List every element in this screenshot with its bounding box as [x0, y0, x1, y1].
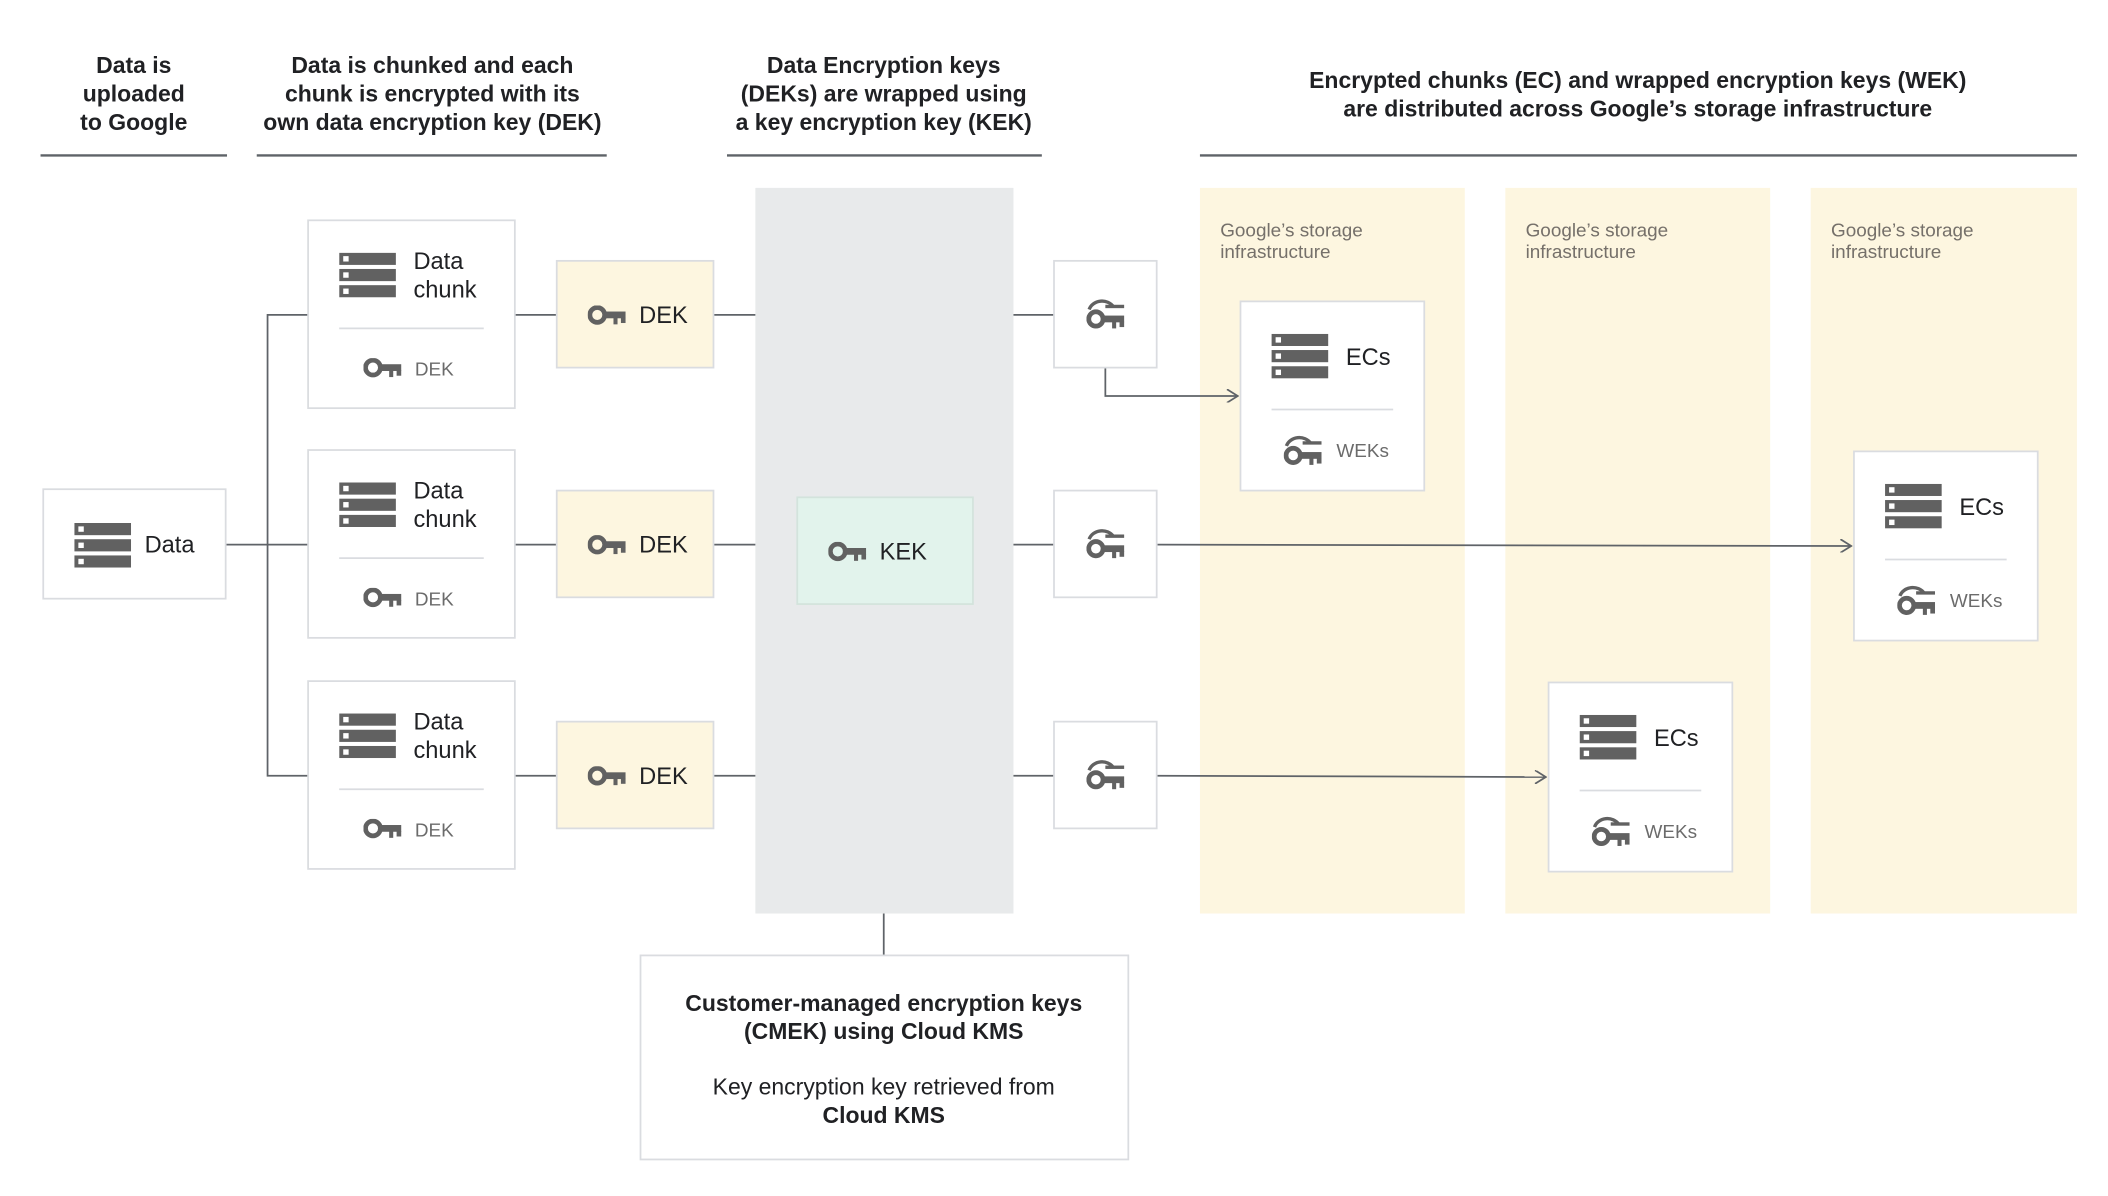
server-icon	[339, 713, 396, 759]
storage-label: Google’s storage	[1526, 221, 1669, 242]
dek-label: DEK	[415, 589, 454, 610]
dek-label: DEK	[639, 303, 688, 329]
wrapped-key-box	[1053, 720, 1158, 830]
server-icon	[339, 252, 396, 298]
header-chunking: Data is chunked and each chunk is encryp…	[256, 52, 607, 157]
dek-label: DEK	[639, 533, 688, 559]
cmek-title: Customer-managed encryption keys	[685, 990, 1082, 1016]
cmek-body-bold: Cloud KMS	[822, 1102, 944, 1128]
header-upload: Data is uploaded to Google	[40, 52, 228, 157]
dek-label: DEK	[639, 764, 688, 790]
dek-label: DEK	[415, 360, 454, 381]
chunk-label: chunk	[413, 738, 476, 764]
header-line: are distributed across Google’s storage …	[1343, 95, 1932, 121]
ec-box: ECs WEKs	[1853, 450, 2039, 642]
dek-box: DEK	[555, 259, 715, 369]
storage-label: infrastructure	[1831, 242, 1941, 263]
ec-label: ECs	[1959, 495, 2004, 521]
chunk-label: Data	[413, 249, 464, 275]
ec-box: ECs WEKs	[1239, 300, 1426, 492]
chunk-label: chunk	[413, 507, 476, 533]
dek-box: DEK	[555, 720, 715, 830]
connectors	[225, 314, 1852, 956]
wek-label: WEKs	[1950, 591, 2003, 612]
header-line: Encrypted chunks (EC) and wrapped encryp…	[1309, 67, 1966, 93]
header-line: own data encryption key (DEK)	[263, 109, 601, 135]
arrow-to-storage-3	[1156, 545, 1852, 546]
header-distribution: Encrypted chunks (EC) and wrapped encryp…	[1199, 67, 2077, 157]
header-line: a key encryption key (KEK)	[736, 109, 1032, 135]
server-icon	[74, 523, 132, 568]
storage-column: Google’s storage infrastructure	[1199, 187, 1465, 914]
header-line: chunk is encrypted with its	[285, 80, 580, 106]
storage-label: infrastructure	[1526, 242, 1636, 263]
storage-label: Google’s storage	[1220, 221, 1363, 242]
wek-label: WEKs	[1336, 441, 1389, 462]
header-line: Data Encryption keys	[767, 52, 1001, 78]
header-line: to Google	[80, 109, 187, 135]
wrapped-key-box	[1053, 259, 1158, 369]
header-line: Data is chunked and each	[291, 52, 573, 78]
chunk-label: Data	[413, 710, 464, 736]
data-chunk-box: Data chunk DEK	[307, 219, 516, 410]
connector	[266, 314, 309, 777]
header-line: Data is	[96, 52, 171, 78]
cmek-box: Customer-managed encryption keys (CMEK) …	[639, 954, 1130, 1161]
cmek-title: (CMEK) using Cloud KMS	[744, 1018, 1023, 1044]
arrow-to-storage-1	[1104, 367, 1237, 396]
dek-box: DEK	[555, 489, 715, 599]
server-icon	[1579, 714, 1637, 760]
kek-box: KEK	[796, 496, 974, 605]
ec-label: ECs	[1654, 726, 1699, 752]
wek-label: WEKs	[1645, 822, 1698, 843]
chunk-label: chunk	[413, 277, 476, 303]
server-icon	[1271, 333, 1329, 379]
server-icon	[339, 482, 396, 528]
dek-label: DEK	[415, 821, 454, 842]
header-wrapping: Data Encryption keys (DEKs) are wrapped …	[726, 52, 1042, 157]
data-chunk-box: Data chunk DEK	[307, 449, 516, 639]
ec-label: ECs	[1346, 345, 1391, 371]
storage-label: infrastructure	[1220, 242, 1330, 263]
header-line: (DEKs) are wrapped using	[741, 80, 1027, 106]
chunk-label: Data	[413, 479, 464, 505]
server-icon	[1885, 483, 1942, 529]
wrapped-key-box	[1053, 489, 1158, 599]
data-chunk-box: Data chunk DEK	[307, 680, 516, 870]
data-box: Data	[42, 488, 227, 600]
cmek-body: Key encryption key retrieved from	[713, 1074, 1055, 1100]
kek-label: KEK	[880, 539, 928, 565]
header-line: uploaded	[83, 80, 185, 106]
storage-label: Google’s storage	[1831, 221, 1974, 242]
data-label: Data	[145, 533, 196, 559]
ec-box: ECs WEKs	[1547, 681, 1734, 873]
arrow-to-storage-2	[1156, 776, 1546, 777]
